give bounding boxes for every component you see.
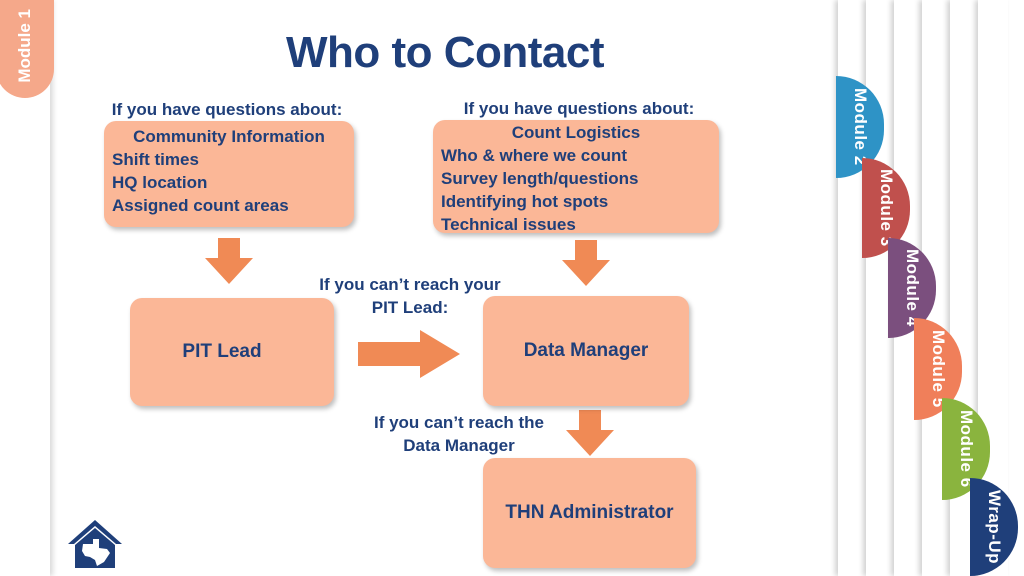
community-info-box: Community Information Shift times HQ loc… [104,121,354,227]
right-intro-label: If you have questions about: [463,99,695,118]
page-title: Who to Contact [285,28,605,77]
arrow-down-icon [562,240,610,286]
community-info-item: Shift times [112,150,199,169]
tab-module-2-label: Module 2 [851,88,870,166]
community-info-item: Assigned count areas [112,196,289,215]
thn-administrator-box: THN Administrator [483,458,696,568]
tab-module-3-label: Module 3 [877,169,896,247]
thn-administrator-label: THN Administrator [505,502,674,523]
tab-wrap-up-label: Wrap-Up [985,489,1004,564]
data-manager-label: Data Manager [523,340,649,361]
count-logistics-item: Who & where we count [441,146,628,165]
count-logistics-item: Technical issues [441,215,576,234]
texas-house-logo-icon [68,520,122,568]
count-logistics-box: Count Logistics Who & where we count Sur… [433,120,719,234]
arrow-right-icon [358,330,460,378]
community-info-header: Community Information [133,127,325,146]
cant-reach-pit-line: If you can’t reach your [319,275,501,294]
tab-module-6-label: Module 6 [957,410,976,488]
pit-lead-label: PIT Lead [182,341,262,362]
arrow-down-icon [566,410,614,456]
tab-module-1[interactable]: Module 1 [0,0,54,98]
cant-reach-dm-line: If you can’t reach the [373,413,545,432]
tab-module-1-label: Module 1 [15,9,34,83]
count-logistics-item: Identifying hot spots [441,192,609,211]
community-info-item: HQ location [112,173,208,192]
data-manager-box: Data Manager [483,296,689,406]
arrow-down-icon [205,238,253,284]
pit-lead-box: PIT Lead [130,298,334,406]
left-intro-label: If you have questions about: [111,100,343,119]
cant-reach-pit-label: If you can’t reach your PIT Lead: [300,273,520,319]
tab-module-5-label: Module 5 [929,330,948,408]
cant-reach-pit-line: PIT Lead: [371,298,449,317]
cant-reach-dm-line: Data Manager [403,436,515,455]
tab-module-4-label: Module 4 [903,249,922,327]
cant-reach-dm-label: If you can’t reach the Data Manager [350,411,568,457]
count-logistics-item: Survey length/questions [441,169,639,188]
count-logistics-header: Count Logistics [511,123,641,142]
